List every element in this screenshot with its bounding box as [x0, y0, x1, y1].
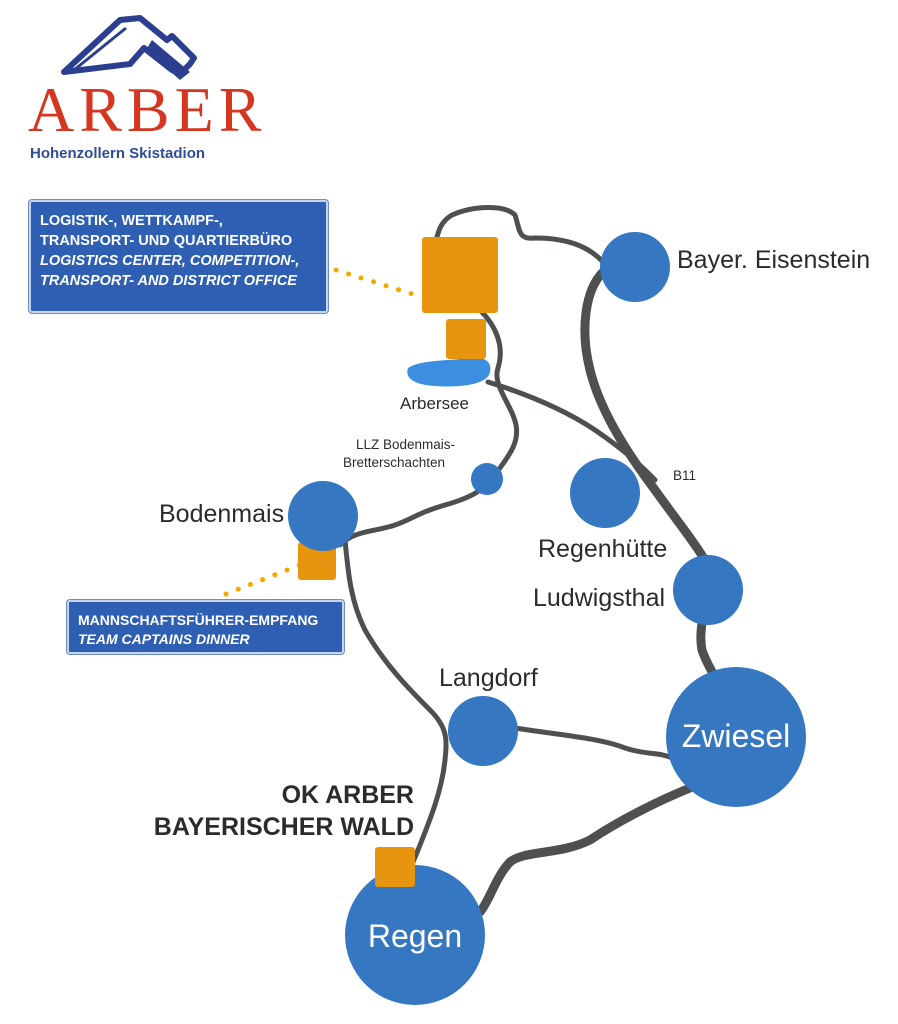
label-llz-line2: Bretterschachten: [343, 455, 445, 470]
leader-logistics: [333, 267, 425, 300]
captains-line1: MANNSCHAFTSFÜHRER-EMPFANG: [78, 612, 319, 628]
logistics-info-box: LOGISTIK-, WETTKAMPF-, TRANSPORT- UND QU…: [29, 200, 328, 313]
arbersee-venue-marker: [446, 319, 486, 359]
label-b11: B11: [673, 468, 696, 483]
label-bodenmais: Bodenmais: [159, 500, 284, 528]
road-arbersee-b11: [485, 379, 658, 483]
leader-captains: [223, 562, 303, 597]
ok-label-line2: BAYERISCHER WALD: [154, 813, 414, 841]
label-ludwigsthal: Ludwigsthal: [533, 584, 665, 612]
road-zwiesel-regen: [475, 783, 695, 917]
ok-office-marker: [375, 847, 415, 887]
logistics-line2: TRANSPORT- UND QUARTIERBÜRO: [40, 233, 293, 249]
captains-line2: TEAM CAPTAINS DINNER: [78, 631, 250, 647]
label-arbersee: Arbersee: [400, 394, 469, 413]
arber-logo: ARBER Hohenzollern Skistadion: [22, 14, 261, 174]
label-langdorf: Langdorf: [439, 664, 538, 692]
label-regen: Regen: [368, 918, 462, 954]
ok-label-line1: OK ARBER: [282, 781, 414, 809]
label-bayer-eisenstein: Bayer. Eisenstein: [677, 246, 870, 274]
town-llz: [471, 463, 503, 495]
label-regenhuette: Regenhütte: [538, 535, 667, 563]
road-bodenmais-regen: [342, 537, 449, 881]
road-arbersee-bodenmais: [337, 307, 520, 548]
town-regen: [345, 865, 485, 1005]
logo-subtitle: Hohenzollern Skistadion: [30, 145, 206, 162]
ski-jump-icon: [61, 15, 197, 80]
captains-info-box: MANNSCHAFTSFÜHRER-EMPFANG TEAM CAPTAINS …: [67, 600, 344, 654]
town-bodenmais: [288, 481, 358, 551]
town-regenhuette: [570, 458, 640, 528]
captains-dinner-marker: [298, 542, 336, 580]
town-bayer-eisenstein: [600, 232, 670, 302]
town-zwiesel: [666, 667, 806, 807]
road-north-loop: [432, 205, 606, 265]
road-b11: [580, 267, 727, 695]
label-zwiesel: Zwiesel: [682, 718, 790, 754]
logistics-line1: LOGISTIK-, WETTKAMPF-,: [40, 213, 223, 229]
arbersee-lake: [407, 357, 491, 387]
logistics-office-marker: [422, 237, 498, 313]
town-langdorf: [448, 696, 518, 766]
logistics-line4: TRANSPORT- AND DISTRICT OFFICE: [40, 273, 297, 289]
logistics-line3: LOGISTICS CENTER, COMPETITION-,: [40, 253, 300, 269]
label-llz-line1: LLZ Bodenmais-: [356, 437, 455, 452]
logo-wordmark: ARBER: [28, 74, 267, 145]
road-langdorf-zwiesel: [512, 725, 675, 761]
town-ludwigsthal: [673, 555, 743, 625]
